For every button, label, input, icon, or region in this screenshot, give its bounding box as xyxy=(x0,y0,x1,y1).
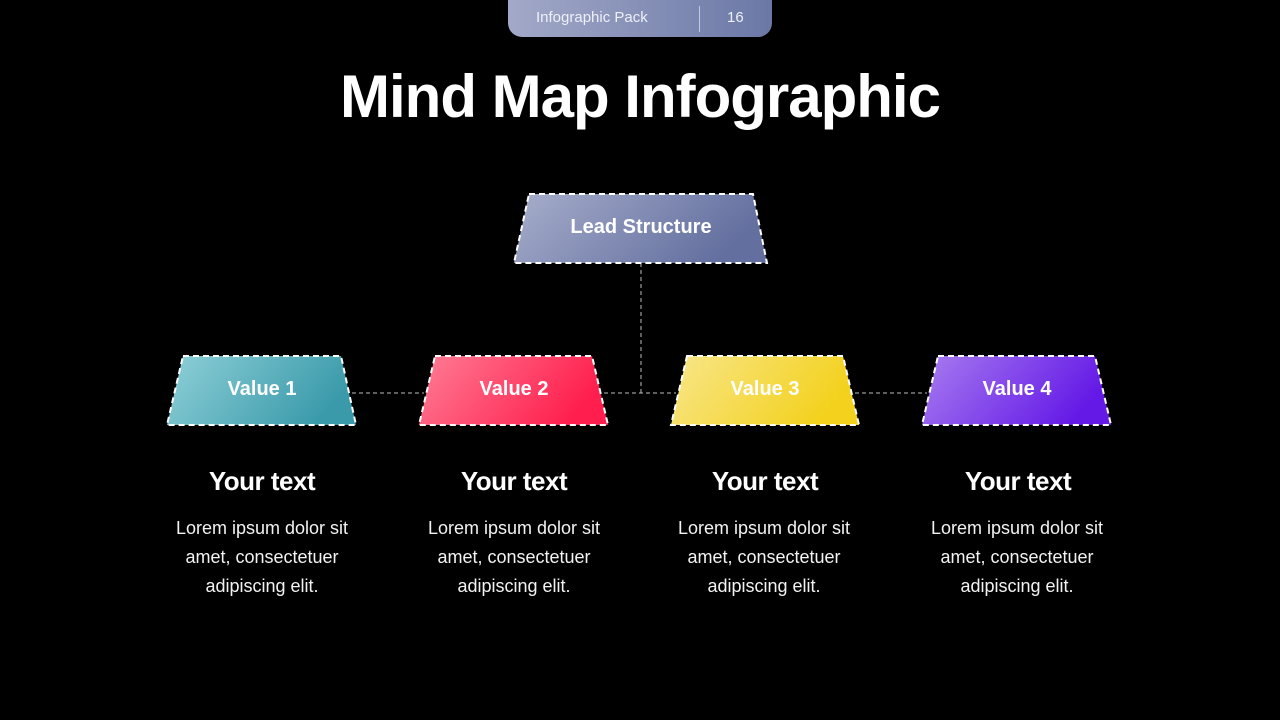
value-node-4-shape xyxy=(920,355,1113,426)
body-line: Lorem ipsum dolor sit xyxy=(930,518,1104,538)
body-line: amet, consectetuer xyxy=(940,547,1094,567)
header-tag-divider xyxy=(699,6,700,32)
column-3-heading: Your text xyxy=(711,466,819,496)
body-line: adipiscing elit. xyxy=(960,576,1074,596)
column-1-heading: Your text xyxy=(208,466,316,496)
column-3-body: Lorem ipsum dolor sit amet, consectetuer… xyxy=(659,514,869,601)
header-tag: Infographic Pack 16 xyxy=(508,0,772,37)
value-node-2-label: Value 2 xyxy=(479,378,549,400)
body-line: adipiscing elit. xyxy=(205,576,319,596)
column-4-body: Lorem ipsum dolor sit amet, consectetuer… xyxy=(912,514,1122,601)
page-title: Mind Map Infographic xyxy=(340,63,941,130)
page-number: 16 xyxy=(727,9,744,26)
column-2-heading: Your text xyxy=(460,466,568,496)
value-node-2-shape xyxy=(417,355,610,426)
body-line: Lorem ipsum dolor sit xyxy=(175,518,349,538)
column-4-heading: Your text xyxy=(964,466,1072,496)
connector-lines xyxy=(352,263,927,394)
body-line: Lorem ipsum dolor sit xyxy=(677,518,851,538)
column-1-body: Lorem ipsum dolor sit amet, consectetuer… xyxy=(157,514,367,601)
body-line: amet, consectetuer xyxy=(437,547,591,567)
value-node-1-shape xyxy=(165,355,358,426)
value-node-3-label: Value 3 xyxy=(730,378,800,400)
value-node-4-label: Value 4 xyxy=(982,378,1052,400)
value-node-1-label: Value 1 xyxy=(227,378,297,400)
value-node-3-shape xyxy=(669,355,861,426)
column-2-body: Lorem ipsum dolor sit amet, consectetuer… xyxy=(409,514,619,601)
lead-node-shape xyxy=(512,193,769,264)
lead-node-label: Lead Structure xyxy=(570,216,712,238)
body-line: amet, consectetuer xyxy=(185,547,339,567)
body-line: adipiscing elit. xyxy=(707,576,821,596)
body-line: adipiscing elit. xyxy=(457,576,571,596)
header-tag-label: Infographic Pack xyxy=(536,9,648,26)
body-line: amet, consectetuer xyxy=(687,547,841,567)
body-line: Lorem ipsum dolor sit xyxy=(427,518,601,538)
